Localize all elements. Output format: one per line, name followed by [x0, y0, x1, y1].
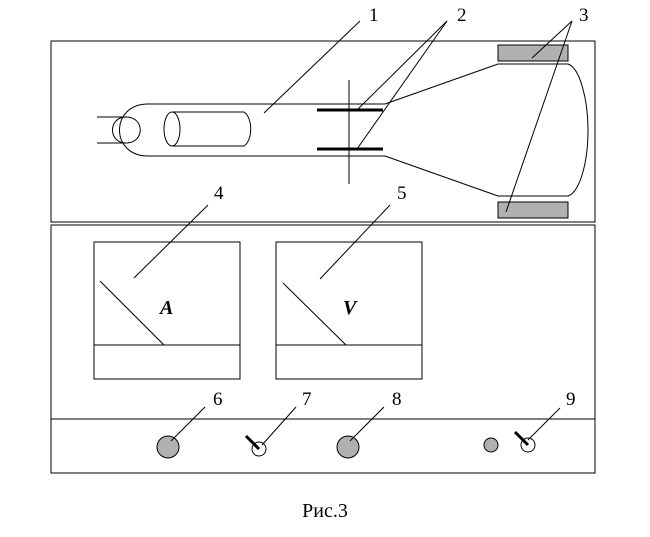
voltmeter-frame [275, 241, 423, 380]
screen-bulb [498, 63, 589, 197]
toggle-switch-9 [513, 430, 536, 453]
leader-1 [263, 20, 361, 114]
voltmeter-symbol: V [343, 297, 358, 319]
leader-lines [133, 20, 573, 446]
ammeter-frame [93, 241, 241, 380]
figure-caption: Рис.3 [302, 500, 348, 522]
tube-flare-bottom [384, 155, 499, 197]
gun-cathode [112, 116, 141, 144]
knob-6 [156, 435, 180, 459]
focus-cylinder-front [163, 111, 181, 147]
switch-7-lever [244, 434, 261, 451]
leader-3b [505, 20, 573, 213]
gun-base [119, 103, 152, 157]
leader-6 [170, 406, 206, 442]
leader-7 [261, 406, 297, 446]
ammeter: A [93, 241, 241, 380]
leader-5 [319, 204, 391, 280]
label-8: 8 [392, 389, 402, 410]
label-5: 5 [397, 183, 407, 204]
indicator-lamp [483, 437, 499, 453]
screen-coil-top [497, 44, 569, 62]
ammeter-needle [99, 280, 165, 346]
label-6: 6 [213, 389, 223, 410]
label-4: 4 [214, 183, 224, 204]
toggle-switch-7 [244, 434, 267, 457]
leader-2a [356, 20, 448, 111]
leader-4 [133, 204, 209, 279]
focus-cylinder-body [172, 111, 252, 147]
leader-9 [527, 407, 561, 441]
leader-2b [356, 20, 448, 150]
tube-flare-top [384, 63, 499, 105]
leader-8 [349, 406, 385, 442]
leader-3a [531, 20, 573, 59]
voltmeter: V [275, 241, 423, 380]
label-2: 2 [457, 5, 467, 26]
label-7: 7 [302, 389, 312, 410]
screen-coil-bottom [497, 201, 569, 219]
tube-housing [50, 40, 596, 223]
voltmeter-needle [282, 282, 347, 346]
ammeter-symbol: A [158, 297, 173, 319]
crt-tube [97, 44, 589, 219]
label-3: 3 [579, 5, 589, 26]
control-panel [50, 224, 596, 474]
label-1: 1 [369, 5, 379, 26]
knob-8 [336, 435, 360, 459]
label-9: 9 [566, 389, 576, 410]
switch-9-lever [513, 430, 530, 447]
